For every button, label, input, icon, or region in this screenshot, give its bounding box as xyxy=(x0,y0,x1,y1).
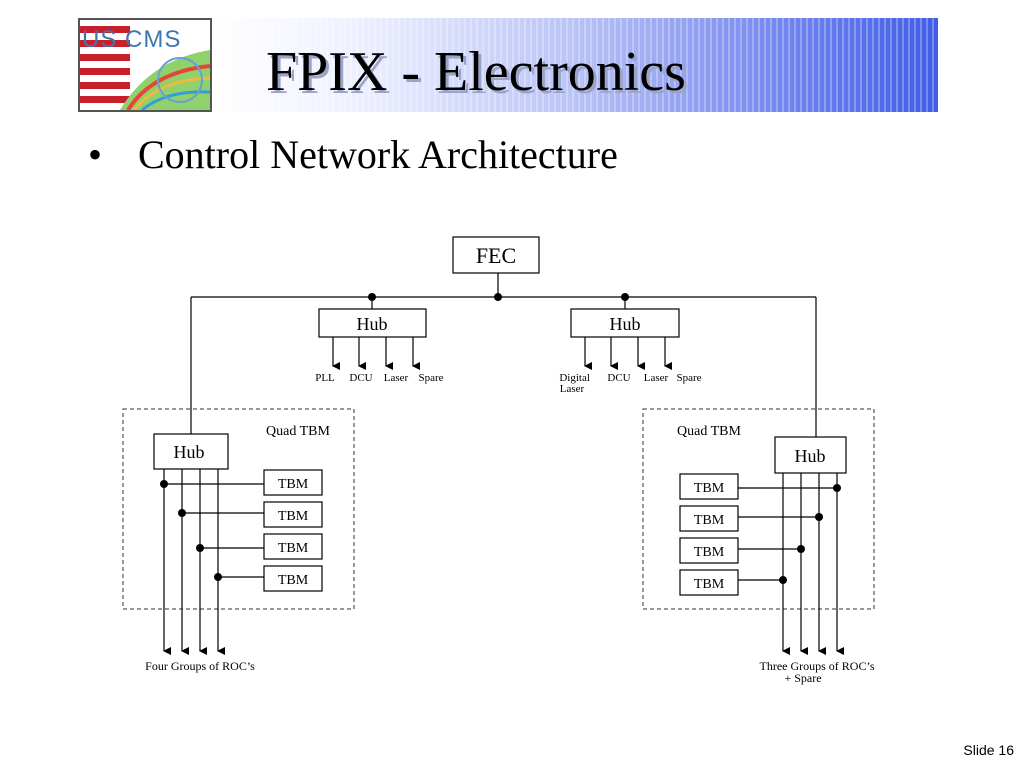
output-label-laser: Laser xyxy=(384,372,409,384)
bullet-icon: • xyxy=(88,132,103,177)
tbm-label: TBM xyxy=(278,541,309,556)
quad-tbm-label: Quad TBM xyxy=(266,424,330,439)
hub-label: Hub xyxy=(174,442,205,462)
tbm-label: TBM xyxy=(278,509,309,524)
output-label-digital-laser: Digital Laser xyxy=(559,372,592,395)
tbm-box xyxy=(263,469,323,496)
hub-box-quad-left xyxy=(153,433,229,470)
fec-box xyxy=(452,236,540,274)
quad-tbm-label: Quad TBM xyxy=(677,424,741,439)
hub-box-top-right xyxy=(570,308,680,338)
tbm-box xyxy=(679,537,739,564)
output-label-spare: Spare xyxy=(418,372,443,384)
bullet-text: Control Network Architecture xyxy=(138,132,618,177)
hub-label: Hub xyxy=(357,314,388,334)
tbm-box xyxy=(679,473,739,500)
tbm-box xyxy=(263,533,323,560)
tbm-box xyxy=(263,501,323,528)
tbm-label: TBM xyxy=(694,577,725,592)
tbm-label: TBM xyxy=(694,481,725,496)
output-label-pll: PLL xyxy=(315,372,335,384)
output-label-dcu: DCU xyxy=(349,372,372,384)
junction-dot xyxy=(494,293,502,301)
hub-box-quad-right xyxy=(774,436,847,474)
quad-tbm-group-left xyxy=(122,408,355,610)
tbm-box xyxy=(679,569,739,596)
tbm-box xyxy=(263,565,323,592)
tbm-label: TBM xyxy=(694,545,725,560)
tbm-label: TBM xyxy=(278,477,309,492)
hub-label: Hub xyxy=(795,446,826,466)
hub-box-top-left xyxy=(318,308,427,338)
right-output-caption-spare: + Spare xyxy=(784,671,821,685)
left-output-caption: Four Groups of ROC’s xyxy=(145,659,255,673)
title-banner xyxy=(212,18,938,112)
right-output-caption: Three Groups of ROC’s xyxy=(760,659,875,673)
tbm-label: TBM xyxy=(694,513,725,528)
fec-label: FEC xyxy=(476,243,516,268)
tbm-label: TBM xyxy=(278,573,309,588)
quad-tbm-group-right xyxy=(642,408,875,610)
logo-text: US CMS xyxy=(82,26,182,53)
tbm-box xyxy=(679,505,739,532)
slide-number: Slide 16 xyxy=(963,742,1014,758)
output-label-dcu: DCU xyxy=(607,372,630,384)
uscms-logo: US CMS xyxy=(78,18,212,112)
hub-label: Hub xyxy=(610,314,641,334)
output-label-spare: Spare xyxy=(676,372,701,384)
output-label-laser: Laser xyxy=(644,372,669,384)
slide-title: FPIX - Electronics xyxy=(266,41,686,103)
